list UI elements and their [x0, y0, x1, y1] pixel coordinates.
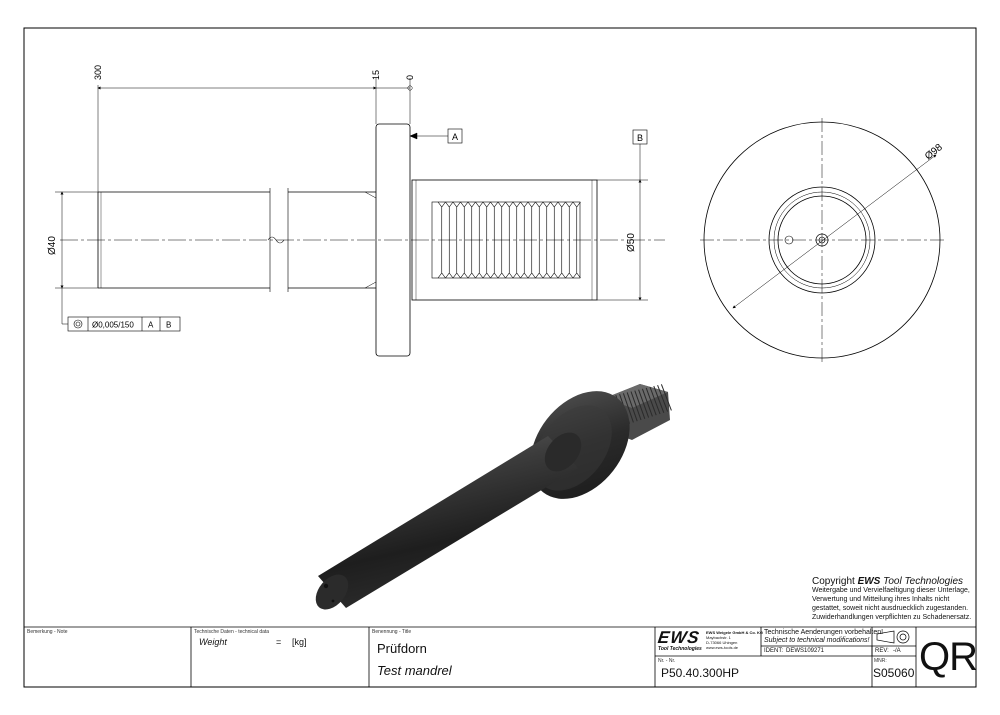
copyright-brand: EWS — [857, 576, 881, 587]
iso-thread-line — [626, 392, 638, 422]
end-view — [700, 118, 945, 362]
dim-0: 0 — [405, 75, 415, 80]
copyright-title: Copyright EWS Tool Technologies — [812, 576, 971, 587]
iso-thread-line — [649, 386, 661, 415]
thread-flank — [572, 201, 581, 279]
thread-flank — [542, 201, 551, 279]
mnr-label: MNR: — [874, 658, 887, 664]
iso-thread-line — [638, 389, 650, 418]
tolerance-value: Ø0,005/150 — [92, 321, 134, 330]
dim-15: 15 — [371, 70, 381, 80]
iso-thread-line — [660, 384, 672, 411]
ident-label: IDENT: — [764, 648, 784, 654]
copyright-prefix: Copyright — [812, 576, 858, 587]
nr-label: Nr. - Nr. — [658, 658, 676, 664]
thread-flank — [512, 201, 521, 279]
company-line: Maybachstr. 1 — [706, 635, 731, 640]
thread-flank — [497, 201, 506, 279]
notice-de: Technische Aenderungen vorbehalten! — [764, 629, 884, 636]
ews-logo: EWS Tool Technologies — [656, 628, 703, 652]
copyright-line: Zuwiderhandlungen verpflichten zu Schade… — [812, 614, 972, 621]
iso-thread-line — [657, 385, 669, 412]
rev-value: -/A — [893, 648, 901, 654]
title-en: Test mandrel — [377, 663, 452, 678]
part-number: P50.40.300HP — [661, 666, 740, 680]
copyright-line: Verwertung und Mitteilung ihres Inhalts … — [812, 596, 950, 603]
iso-thread-line — [634, 390, 646, 419]
thread-flank — [452, 201, 461, 279]
thread-flank — [527, 201, 536, 279]
iso-thread-line — [645, 387, 657, 416]
thread-flank — [437, 201, 446, 279]
iso-thread-line — [622, 393, 634, 423]
thread-flank — [550, 201, 559, 279]
company-line: www.ews-tools.de — [706, 645, 739, 650]
concentricity-icon — [73, 319, 83, 329]
thread-flank — [482, 201, 491, 279]
side-view — [60, 123, 665, 357]
iso-thread-line — [641, 388, 653, 417]
tolerance-ref-b: B — [166, 321, 171, 330]
title-label: Benennung - Title — [372, 629, 412, 635]
thread-flank — [535, 201, 544, 279]
thread-flank — [467, 201, 476, 279]
tolerance-ref-a: A — [148, 321, 154, 330]
thread-flank — [475, 201, 484, 279]
ident-value: DEWS109271 — [786, 648, 825, 654]
notice-en: Subject to technical modifications! — [764, 637, 870, 644]
title-block-grid — [24, 626, 976, 687]
note-label: Bemerkung - Note — [27, 629, 68, 635]
dimensions — [55, 78, 648, 325]
title-de: Prüfdorn — [377, 641, 427, 656]
rev-label: REV: — [875, 648, 889, 654]
thread-flank — [490, 201, 499, 279]
company-address: EWS Weigele GmbH & Co. KG Maybachstr. 1 … — [706, 630, 763, 650]
thread-flank — [460, 201, 469, 279]
thread-flank — [505, 201, 514, 279]
iso-thread-line — [653, 385, 665, 413]
projection-symbol-icon — [876, 630, 910, 644]
tech-data-label: Technische Daten - technical data — [194, 629, 270, 635]
thread-flank — [520, 201, 529, 279]
thread-flank — [565, 201, 574, 279]
company-line: D-73066 Uhingen — [706, 640, 738, 645]
sheet-border — [23, 27, 977, 688]
dim-dia-40: Ø40 — [47, 236, 58, 255]
dim-dia-98: Ø98 — [923, 142, 945, 163]
weight-label: Weight — [199, 637, 227, 647]
weight-unit: [kg] — [292, 637, 307, 647]
copyright-notice: Copyright EWS Tool Technologies Weiterga… — [812, 577, 971, 622]
copyright-suffix: Tool Technologies — [880, 576, 964, 587]
logo-sub: Tool Technologies — [658, 646, 702, 652]
datum-a-label: A — [452, 132, 458, 142]
company-line: EWS Weigele GmbH & Co. KG — [706, 630, 764, 635]
qr-label: QR — [919, 635, 978, 679]
iso-thread-line — [630, 391, 642, 421]
mnr-value: S05060 — [873, 666, 915, 680]
thread-flank — [445, 201, 454, 279]
copyright-line: Weitergabe und Vervielfaeltigung dieser … — [812, 587, 970, 594]
dim-dia-50: Ø50 — [626, 233, 637, 252]
copyright-line: gestattet, soweit nicht ausdruecklich zu… — [812, 605, 969, 612]
isometric-render — [315, 384, 672, 610]
dim-300: 300 — [93, 65, 103, 80]
weight-eq: = — [276, 637, 282, 647]
datum-b-label: B — [637, 133, 643, 143]
tolerance-frame: Ø0,005/150 A B — [67, 316, 181, 332]
thread-flank — [557, 201, 566, 279]
logo-text: EWS — [656, 628, 702, 647]
